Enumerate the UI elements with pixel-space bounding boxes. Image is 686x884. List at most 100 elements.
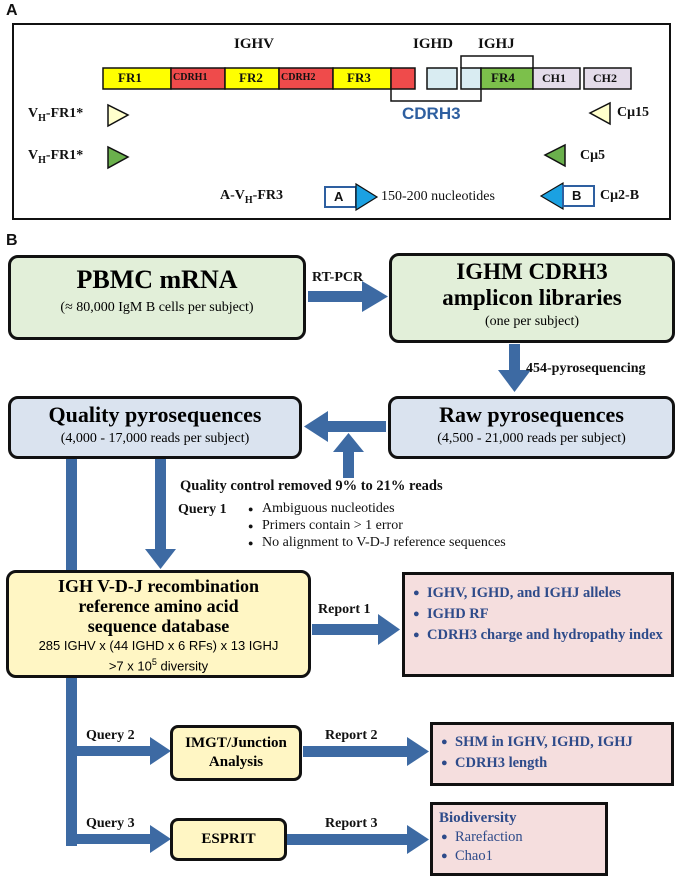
adapter-a-text: A — [334, 189, 344, 204]
cmu15-label: Cμ15 — [617, 105, 650, 120]
pbmc-mrna-box: PBMC mRNA (≈ 80,000 IgM B cells per subj… — [8, 255, 306, 340]
esprit-label: ESPRIT — [201, 831, 256, 847]
ighm-title-2: amplicon libraries — [442, 285, 622, 310]
arrow-query1-shaft — [155, 459, 166, 551]
report1-item: IGHD RF — [411, 604, 665, 625]
arrow-query1-head — [145, 549, 176, 569]
report3-item: Rarefaction — [439, 828, 599, 847]
adapter-b-box — [562, 185, 595, 207]
a-vh-fr3-label: A-VH-FR3 — [220, 188, 283, 206]
ch1-label: CH1 — [542, 71, 566, 85]
gene-diagram — [102, 55, 632, 212]
imgt-line-2: Analysis — [208, 754, 264, 770]
arrow-report2-shaft — [303, 746, 409, 757]
primer-a-vh-fr3 — [355, 182, 379, 212]
ighj-bracket — [460, 55, 534, 68]
qc-criterion: Primers contain > 1 error — [248, 517, 506, 535]
primer-cmu5 — [543, 143, 566, 168]
arrow-raw-quality-shaft — [326, 421, 386, 432]
cmu2b-label: Cμ2-B — [600, 188, 640, 203]
arrow-rtpcr-head — [362, 281, 388, 312]
report2-item: SHM in IGHV, IGHD, IGHJ — [439, 732, 665, 753]
query2-label: Query 2 — [86, 728, 135, 743]
query1-label: Query 1 — [178, 502, 227, 517]
arrow-454-head — [498, 370, 531, 392]
fr3-label: FR3 — [347, 70, 371, 85]
db-title-3: sequence database — [87, 616, 230, 636]
report3-box: Biodiversity Rarefaction Chao1 — [430, 802, 608, 876]
panel-a-label: A — [6, 2, 18, 19]
imgt-junction-box: IMGT/Junction Analysis — [170, 725, 302, 781]
qc-criterion: No alignment to V-D-J reference sequence… — [248, 534, 506, 552]
db-line-2: >7 x 105 diversity — [108, 657, 209, 674]
arrow-report1-head — [378, 614, 400, 645]
segment-ch1 — [532, 67, 581, 90]
cmu5-label: Cμ5 — [580, 148, 606, 163]
cdrh1-label: CDRH1 — [173, 72, 208, 83]
fr2-label: FR2 — [239, 70, 263, 85]
qc-criterion: Ambiguous nucleotides — [248, 500, 506, 518]
adapter-b-text: B — [572, 188, 582, 203]
query3-label: Query 3 — [86, 816, 135, 831]
raw-subtitle: (4,500 - 21,000 reads per subject) — [437, 431, 626, 446]
report2-item: CDRH3 length — [439, 753, 665, 774]
report2-box: SHM in IGHV, IGHD, IGHJ CDRH3 length — [430, 722, 674, 786]
fr1-label: FR1 — [118, 70, 142, 85]
reference-database-box: IGH V-D-J recombination reference amino … — [6, 570, 311, 678]
db-title-2: reference amino acid — [78, 596, 239, 616]
ighj-label: IGHJ — [478, 36, 515, 52]
report2-label: Report 2 — [325, 728, 378, 743]
ch2-label: CH2 — [593, 71, 617, 85]
panel-a-frame — [12, 23, 671, 220]
qc-summary: Quality control removed 9% to 21% reads — [180, 478, 443, 494]
ighv-label: IGHV — [234, 36, 275, 52]
cdrh3-label: CDRH3 — [402, 104, 461, 123]
cdrh3-bracket — [390, 89, 482, 102]
report3-item: Chao1 — [439, 847, 599, 866]
pbmc-subtitle: (≈ 80,000 IgM B cells per subject) — [60, 300, 254, 315]
arrow-raw-quality-head — [304, 411, 328, 442]
segment-ch2 — [583, 67, 632, 90]
quality-pyroseq-box: Quality pyrosequences (4,000 - 17,000 re… — [8, 396, 302, 459]
report3-label: Report 3 — [325, 816, 378, 831]
arrow-qc-head — [333, 433, 364, 452]
imgt-line-1: IMGT/Junction — [185, 735, 287, 751]
esprit-box: ESPRIT — [170, 818, 287, 861]
report3-title: Biodiversity — [439, 810, 517, 826]
quality-title: Quality pyrosequences — [48, 402, 262, 427]
rtpcr-label: RT-PCR — [312, 270, 364, 285]
primer-vh-fr1-light — [107, 103, 130, 128]
raw-title: Raw pyrosequences — [439, 402, 624, 427]
report1-label: Report 1 — [318, 602, 371, 617]
arrow-report2-head — [407, 737, 429, 766]
report1-item: IGHV, IGHD, and IGHJ alleles — [411, 583, 665, 604]
arrow-qc-shaft — [343, 450, 354, 478]
fr4-label: FR4 — [491, 70, 515, 85]
raw-pyroseq-box: Raw pyrosequences (4,500 - 21,000 reads … — [388, 396, 675, 459]
segment-ighd — [426, 67, 458, 90]
arrow-query2-head — [150, 737, 171, 765]
panel-b-label: B — [6, 232, 18, 249]
arrow-rtpcr-shaft — [308, 291, 364, 302]
arrow-report1-shaft — [312, 624, 380, 635]
ighm-amplicon-box: IGHM CDRH3 amplicon libraries (one per s… — [389, 253, 675, 343]
db-title-1: IGH V-D-J recombination — [58, 576, 259, 596]
cdrh2-label: CDRH2 — [281, 72, 316, 83]
arrow-report3-head — [407, 825, 429, 854]
arrow-query3-shaft — [77, 834, 153, 844]
primer-cmu15 — [588, 101, 611, 126]
flow-trunk-left — [66, 459, 77, 579]
primer-vh-fr1-green — [107, 145, 130, 170]
pyroseq-label: 454-pyrosequencing — [526, 361, 646, 376]
amplicon-length-label: 150-200 nucleotides — [381, 189, 495, 204]
arrow-report3-shaft — [287, 834, 409, 845]
ighm-title-1: IGHM CDRH3 — [456, 259, 608, 284]
arrow-query2-shaft — [77, 746, 153, 756]
segment-cdr3-v — [390, 67, 416, 90]
arrow-454-shaft — [509, 344, 520, 372]
ighm-subtitle: (one per subject) — [484, 314, 580, 329]
ighd-label: IGHD — [413, 36, 454, 52]
arrow-query3-head — [150, 825, 171, 853]
